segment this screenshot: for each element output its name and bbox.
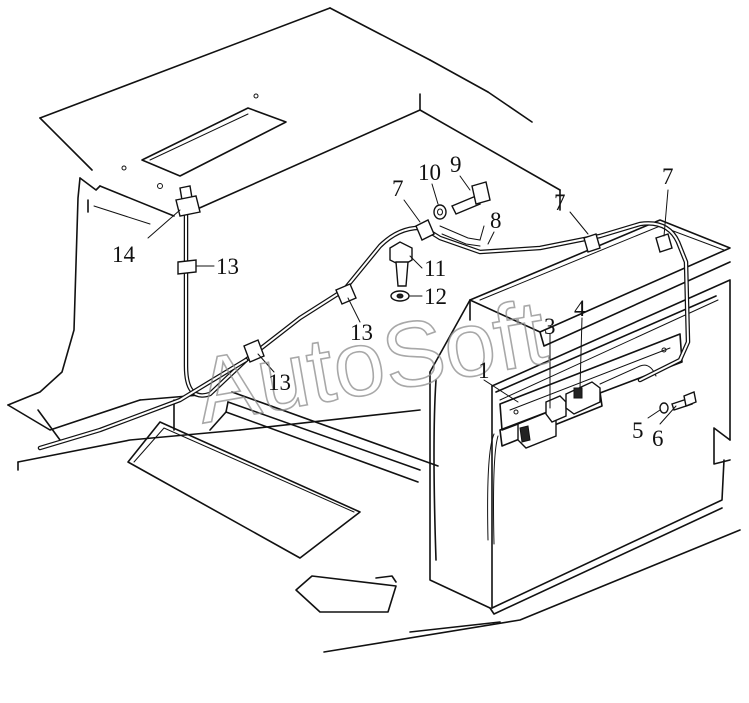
callout-13-b: 13 xyxy=(350,320,373,345)
bolt-11 xyxy=(389,241,413,287)
fitting-14 xyxy=(175,185,201,217)
callout-8: 8 xyxy=(490,208,502,233)
clamp-13-c xyxy=(243,339,265,363)
washer-10 xyxy=(433,204,447,220)
clamp-7-c xyxy=(655,233,673,253)
callout-7-b: 7 xyxy=(554,190,566,215)
relay-component-4 xyxy=(565,381,601,415)
washer-12 xyxy=(390,290,410,302)
bolt-9 xyxy=(451,181,491,215)
clamp-7-b xyxy=(583,233,601,253)
callout-4: 4 xyxy=(574,296,586,321)
callout-5: 5 xyxy=(632,418,644,443)
clamp-7-a xyxy=(415,219,435,241)
relay-component-3 xyxy=(517,395,567,449)
callout-11: 11 xyxy=(424,256,446,281)
callout-labels: 14 13 13 13 7 10 9 8 7 7 11 12 3 4 1 5 6 xyxy=(112,152,674,451)
washer-hose xyxy=(37,211,691,451)
callout-3: 3 xyxy=(544,314,556,339)
watermark: AutoSoft xyxy=(188,281,553,443)
callout-12: 12 xyxy=(424,284,447,309)
callout-7-c: 7 xyxy=(662,164,674,189)
callout-14: 14 xyxy=(112,242,136,267)
callout-9: 9 xyxy=(450,152,462,177)
bolt-6 xyxy=(671,391,697,411)
callout-13-c: 13 xyxy=(268,370,291,395)
clamp-13-a xyxy=(177,259,197,275)
washer-5 xyxy=(659,402,669,414)
callout-6: 6 xyxy=(652,426,664,451)
battery-box-housing xyxy=(429,219,731,615)
callout-10: 10 xyxy=(418,160,441,185)
callout-1: 1 xyxy=(478,358,490,383)
callout-13-a: 13 xyxy=(216,254,239,279)
clamp-13-b xyxy=(335,283,357,305)
leader-lines xyxy=(147,175,677,425)
callout-7-a: 7 xyxy=(392,176,404,201)
